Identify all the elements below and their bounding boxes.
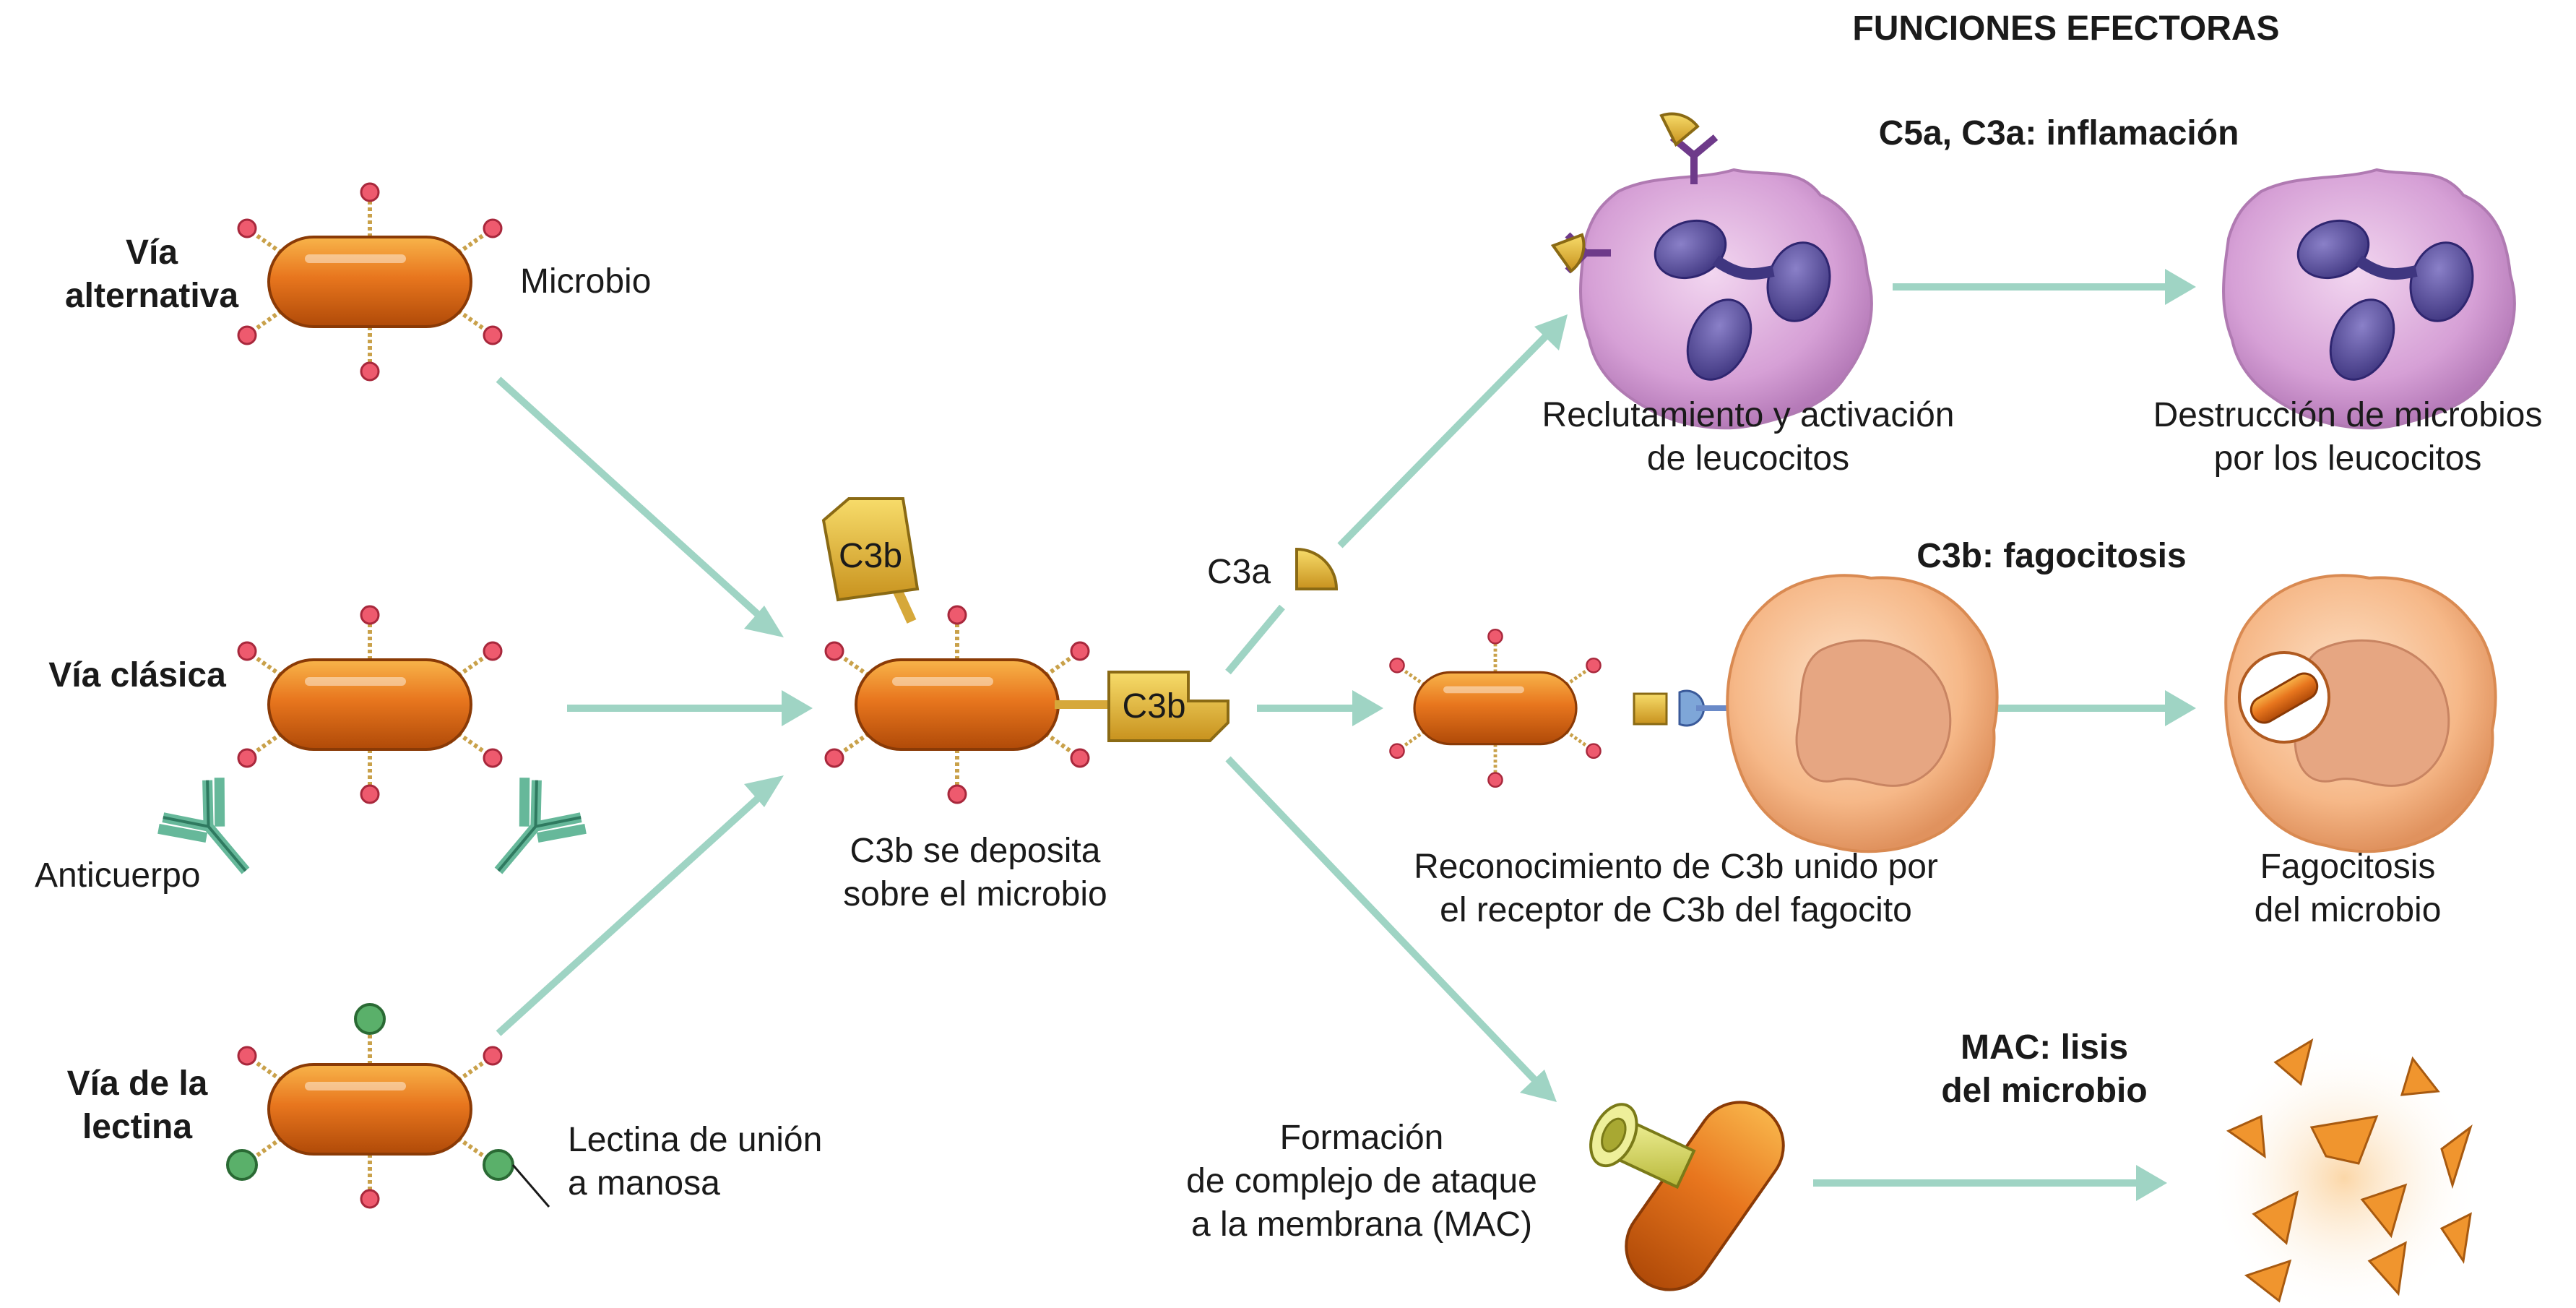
c3b-deposition-label: C3b se deposita sobre el microbio — [816, 830, 1134, 916]
mannose-lectin-label: Lectina de unión a manosa — [568, 1119, 822, 1205]
c3b-recognition-line1: Reconocimiento de C3b unido por — [1414, 848, 1938, 886]
c3b-recognition-line2: el receptor de C3b del fagocito — [1440, 891, 1912, 929]
mac-title: MAC: lisis del microbio — [1849, 1026, 2239, 1113]
pathway-alternative-line1: Vía — [125, 233, 178, 272]
mac-pore — [1589, 1103, 1696, 1189]
pathway-classical-label: Vía clásica — [48, 656, 226, 694]
leukocyte-recruitment-line1: Reclutamiento y activación — [1542, 396, 1955, 434]
microbe-lectin — [238, 1011, 501, 1208]
leukocyte-recruitment-line2: de leucocitos — [1646, 439, 1850, 478]
mac-formation-label: Formación de complejo de ataque a la mem… — [1127, 1116, 1596, 1247]
c3b-fragment-top — [821, 497, 920, 602]
pathway-lectin-line2: lectina — [82, 1108, 193, 1146]
c3a-fragment — [1295, 547, 1339, 590]
leukocyte-recruitment-label: Reclutamiento y activación de leucocitos — [1495, 394, 2001, 481]
mac-formation-line1: Formación — [1279, 1119, 1444, 1157]
c3b-deposition-line2: sobre el microbio — [843, 875, 1107, 913]
antibody-right — [468, 773, 589, 896]
microbe-destruction-line2: por los leucocitos — [2213, 439, 2482, 478]
c3a-tag: C3a — [1206, 553, 1271, 591]
microbe-alternative — [238, 184, 501, 380]
microbe-destruction-line1: Destrucción de microbios — [2153, 396, 2543, 434]
mannose-lectin-line1: Lectina de unión — [568, 1121, 823, 1159]
opsonized-microbe — [1390, 629, 1600, 787]
phagocytosis-result-label: Fagocitosis del microbio — [2189, 846, 2507, 932]
microbe-label: Microbio — [520, 262, 652, 301]
microbe-classical — [238, 606, 501, 803]
phagocytosis-result-line1: Fagocitosis — [2260, 848, 2436, 886]
mac-formation-line3: a la membrana (MAC) — [1190, 1205, 1533, 1244]
c3b-fragment-side — [1107, 671, 1229, 742]
c3b-microbe — [826, 606, 1089, 803]
mannose-lectin-line2: a manosa — [568, 1164, 720, 1202]
mannose-lectin — [226, 1003, 514, 1181]
phagocytosis-result-line2: del microbio — [2254, 891, 2442, 929]
antibody-label: Anticuerpo — [35, 856, 201, 895]
phagocytosis-title: C3b: fagocitosis — [1916, 537, 2187, 575]
microbe-destruction-label: Destrucción de microbios por los leucoci… — [2095, 394, 2576, 481]
pathway-lectin-line1: Vía de la — [66, 1064, 208, 1103]
pathway-alternative-line2: alternativa — [64, 277, 239, 315]
pathway-alternative-label: Vía alternativa — [58, 231, 246, 318]
mac-microbe — [1625, 1101, 1785, 1291]
mac-formation-line2: de complejo de ataque — [1186, 1162, 1537, 1200]
effector-functions-title: FUNCIONES EFECTORAS — [1852, 9, 2280, 48]
c3b-deposition-line1: C3b se deposita — [850, 832, 1101, 870]
c3b-top-tag: C3b — [838, 537, 903, 575]
mac-title-line1: MAC: lisis — [1960, 1028, 2129, 1067]
arrows — [496, 269, 2196, 1201]
inflammation-title: C5a, C3a: inflamación — [1878, 114, 2239, 152]
leukocyte-nucleus — [1654, 219, 1831, 381]
mac-title-line2: del microbio — [1941, 1072, 2148, 1110]
c3b-side-tag: C3b — [1122, 687, 1186, 726]
c3b-recognition-label: Reconocimiento de C3b unido por el recep… — [1373, 846, 1979, 932]
lysis-halo — [2207, 1041, 2481, 1308]
pathway-lectin-label: Vía de la lectina — [29, 1062, 246, 1149]
microbe-debris — [2226, 1038, 2473, 1303]
